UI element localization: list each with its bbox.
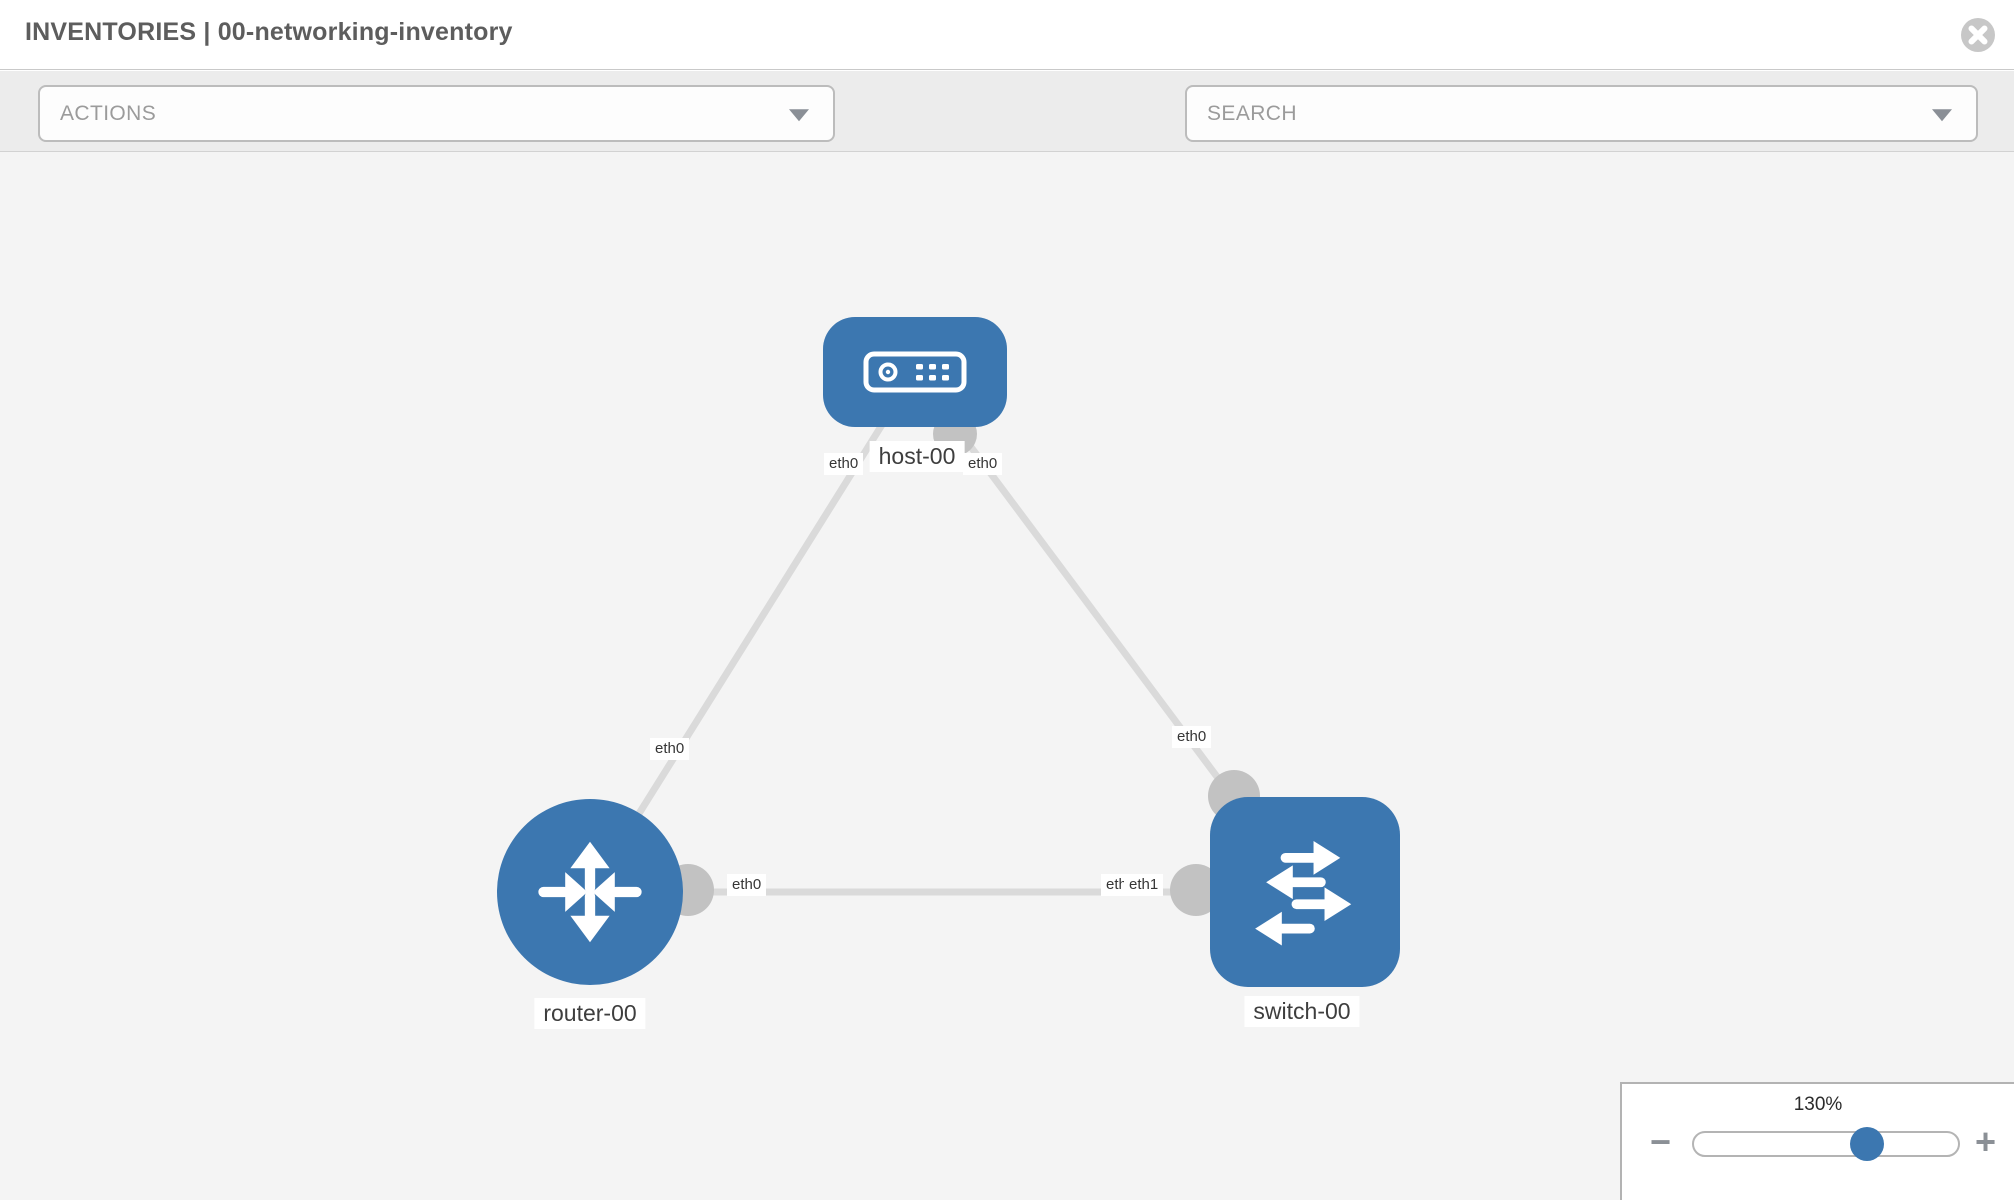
zoom-slider-thumb[interactable] [1850,1127,1884,1161]
topology-links-layer [587,369,1306,896]
port-label-switch-west: eth1 [1124,874,1164,896]
search-dropdown-label: SEARCH [1207,101,1297,125]
chevron-down-icon [1932,108,1952,121]
toolbar: ACTIONS SEARCH [0,71,2014,196]
node-host-00[interactable] [823,317,1007,427]
port-label-router-uplink: eth0 [650,738,690,760]
switch-arrows-icon [1255,840,1352,946]
header: INVENTORIES | 00-networking-inventory [0,0,2014,70]
router-arrows-icon [538,841,642,943]
zoom-slider-track[interactable] [1692,1127,1960,1161]
topology-canvas[interactable]: host-00 router-00 switch-00 eth0 eth0 et… [0,152,2014,1200]
port-label-host-right: eth0 [963,453,1003,475]
zoom-in-button[interactable]: + [1974,1121,1996,1162]
zoom-out-button[interactable]: − [1650,1121,1672,1162]
port-label-host-left: eth0 [824,453,864,475]
chevron-down-icon [789,108,809,121]
node-label-switch: switch-00 [1244,996,1360,1027]
node-switch-00[interactable] [1210,797,1400,987]
page-title: INVENTORIES | 00-networking-inventory [25,18,513,46]
actions-dropdown[interactable]: ACTIONS [38,85,835,142]
close-circle-icon [1961,18,1995,52]
port-label-switch-uplink: eth0 [1172,726,1212,748]
node-label-host: host-00 [869,441,965,472]
actions-dropdown-label: ACTIONS [60,101,157,125]
host-device-icon [863,351,967,393]
close-button[interactable] [1960,17,1996,53]
zoom-level-value: 130% [1793,1094,1843,1115]
port-label-router-east: eth0 [727,874,767,896]
search-dropdown[interactable]: SEARCH [1185,85,1978,142]
zoom-control-panel: 130% − + [1620,1082,2014,1200]
node-label-router: router-00 [534,998,646,1029]
node-router-00[interactable] [497,799,683,985]
